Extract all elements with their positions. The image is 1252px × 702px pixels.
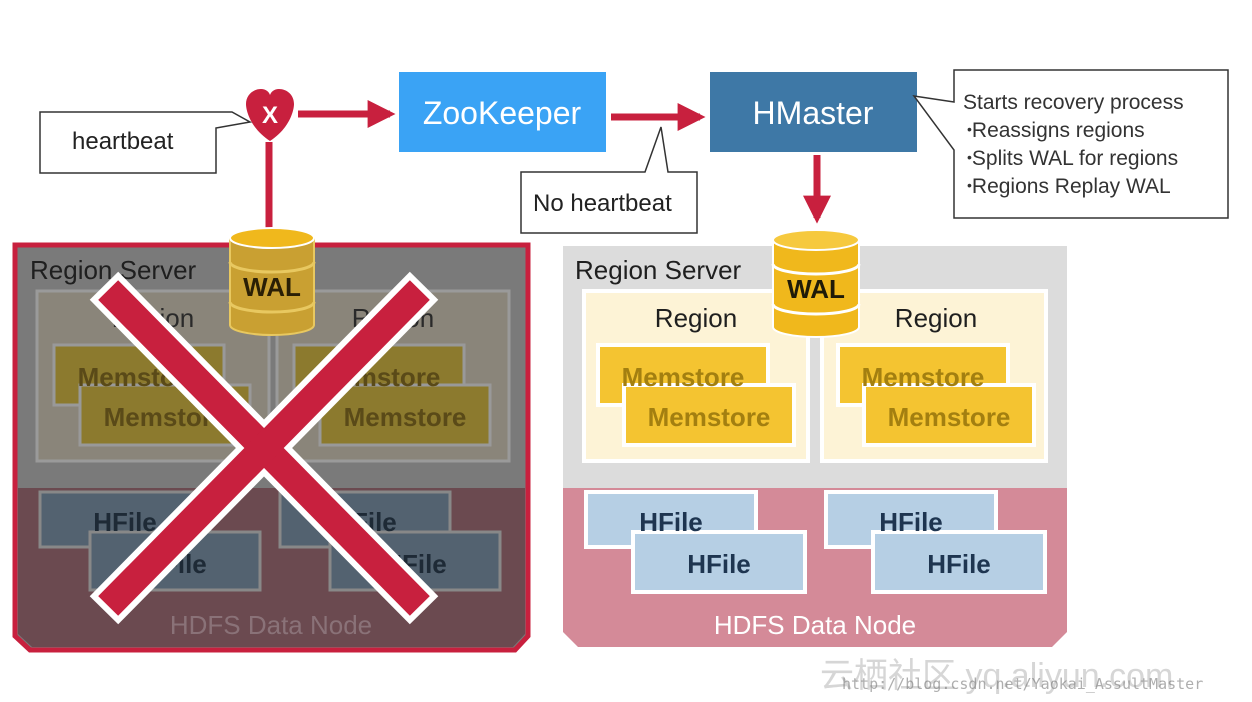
active-memstore-box <box>862 383 1036 447</box>
active-hfile-label: HFile <box>687 549 751 579</box>
active-region-label: Region <box>895 303 977 333</box>
database-cylinder-icon: WAL <box>228 227 316 336</box>
zookeeper-label: ZooKeeper <box>423 95 582 131</box>
active-memstore-label: Memstore <box>622 362 745 392</box>
active-memstore-label: Memstore <box>862 362 985 392</box>
heartbeat-callout-text: heartbeat <box>72 128 174 155</box>
active-memstore-label: Memstore <box>888 402 1011 432</box>
active-hfile-box <box>631 530 807 594</box>
recovery-step-item: Splits WAL for regions <box>963 144 1184 172</box>
active-region-server: Region Server Region Region Memstore Mem… <box>563 229 1067 647</box>
heart-x-mark: X <box>262 102 278 129</box>
database-cylinder-icon: WAL <box>771 229 861 338</box>
active-wal-label: WAL <box>787 274 845 304</box>
zookeeper-box <box>399 72 606 152</box>
failed-memstore-label: Memstore <box>344 402 467 432</box>
heartbeat-callout <box>39 111 253 174</box>
active-server-title: Region Server <box>575 255 742 285</box>
active-memstore-label: Memstore <box>648 402 771 432</box>
red-x-cross-icon <box>89 271 439 625</box>
hmaster-label: HMaster <box>753 95 874 131</box>
no-heartbeat-callout-text: No heartbeat <box>533 190 672 217</box>
active-hfile-label: HFile <box>639 507 703 537</box>
active-hfile-label: HFile <box>927 549 991 579</box>
no-heartbeat-callout <box>520 126 698 234</box>
recovery-process-title: Starts recovery process <box>963 91 1184 114</box>
active-hfile-label: HFile <box>879 507 943 537</box>
recovery-process-text: Starts recovery process Reassigns region… <box>963 89 1184 200</box>
active-hfile-box <box>871 530 1047 594</box>
failed-region-server: Region Server Region Region Memstore Mem… <box>12 227 531 653</box>
recovery-step-item: Reassigns regions <box>963 116 1184 144</box>
failed-hfile-label: HFile <box>93 507 157 537</box>
active-region-label: Region <box>655 303 737 333</box>
hmaster-box <box>710 72 917 152</box>
active-memstore-box <box>622 383 796 447</box>
broken-heart-x-icon: X <box>246 89 294 141</box>
watermark-url: http://blog.csdn.net/Yaokai_AssultMaster <box>842 675 1204 693</box>
recovery-step-item: Regions Replay WAL <box>963 172 1184 200</box>
failed-hdfs-label: HDFS Data Node <box>170 610 372 640</box>
active-hdfs-label: HDFS Data Node <box>714 610 916 640</box>
watermark-brand: 云栖社区 yq.aliyun.com <box>820 657 1174 695</box>
failed-wal-label: WAL <box>243 272 301 302</box>
